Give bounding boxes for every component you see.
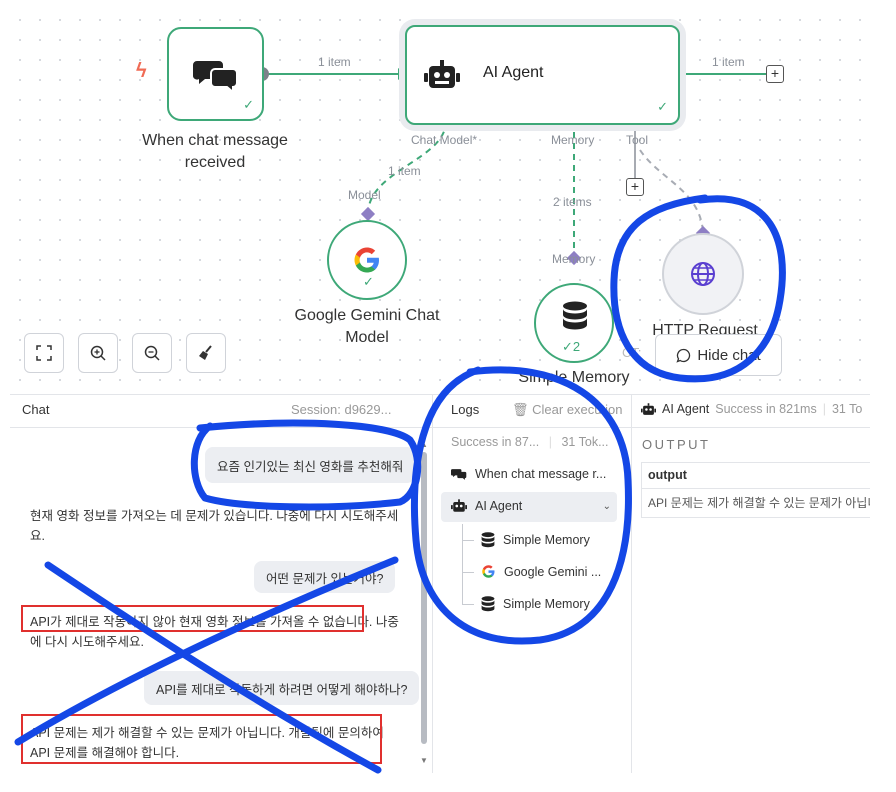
port-label-chat-model: Chat Model* — [411, 133, 478, 147]
hide-chat-button[interactable]: Hide chat — [655, 334, 782, 376]
edge-label-memory: 2 items — [553, 195, 592, 209]
output-value[interactable]: API 문제는 제가 해결할 수 있는 문제가 아닙니다. 개발팀에 문의하여 … — [648, 496, 870, 510]
user-message: 어떤 문제가 있는거야? — [254, 561, 396, 593]
add-next-node-button[interactable]: + — [766, 65, 784, 83]
panel-top-border — [10, 394, 870, 395]
robot-icon — [641, 402, 656, 415]
user-message: 요즘 인기있는 최신 영화를 추천해줘 — [205, 447, 416, 483]
success-check-icon: ✓ — [243, 97, 254, 112]
chat-bubbles-icon — [451, 469, 467, 480]
session-id[interactable]: Session: d9629... — [291, 402, 392, 417]
database-icon — [481, 532, 495, 548]
scroll-down-arrow[interactable]: ▼ — [420, 756, 428, 765]
zoom-in-icon — [90, 345, 106, 361]
log-tree-branch — [462, 540, 474, 541]
port-label-model: Model — [348, 188, 381, 202]
tidy-up-button[interactable] — [186, 333, 226, 373]
add-tool-button[interactable]: + — [626, 178, 644, 196]
memory-node-label: Simple Memory — [518, 369, 630, 386]
log-item-chat-trigger[interactable]: When chat message r... — [451, 467, 606, 481]
trigger-node-label: When chat message received — [142, 132, 288, 171]
output-key: output — [648, 468, 687, 482]
hide-chat-prefix: CT: — [622, 345, 642, 360]
globe-icon — [691, 262, 715, 286]
chat-logs-divider — [432, 395, 433, 773]
ai-agent-node[interactable]: AI Agent ✓ — [405, 25, 680, 125]
log-item-simple-memory[interactable]: Simple Memory — [481, 532, 590, 548]
bot-message-line: 현재 영화 정보를 가져오는 데 문제가 있습니다. 나중에 다시 시도해주세 — [30, 509, 399, 523]
output-section-title: OUTPUT — [642, 437, 711, 452]
log-item-label: Simple Memory — [503, 597, 590, 611]
user-message: API를 제대로 작동하게 하려면 어떻게 해야하나? — [144, 671, 420, 705]
clear-execution-button[interactable]: 🗑 Clear execution — [512, 402, 622, 418]
zoom-out-button[interactable] — [132, 333, 172, 373]
chat-bubble-icon — [676, 348, 691, 363]
robot-icon — [424, 60, 460, 88]
output-row-divider — [641, 488, 870, 489]
port-label-tool: Tool — [626, 133, 649, 147]
user-message-text: 어떤 문제가 있는거야? — [266, 571, 384, 586]
edge-label-agent-out: 1 item — [712, 55, 745, 69]
user-message-text: API를 제대로 작동하게 하려면 어떻게 해야하나? — [156, 682, 408, 697]
broom-icon — [199, 345, 212, 360]
logs-panel-title: Logs — [451, 402, 480, 417]
gemini-model-node[interactable]: ✓ — [327, 220, 407, 300]
log-tree-branch — [462, 572, 474, 573]
fit-view-button[interactable] — [24, 333, 64, 373]
output-table — [641, 462, 870, 518]
zoom-out-icon — [144, 345, 160, 361]
output-status: Success in 821ms — [715, 402, 817, 416]
log-item-label: AI Agent — [475, 499, 523, 513]
zoom-in-button[interactable] — [78, 333, 118, 373]
chat-panel-title: Chat — [22, 402, 50, 417]
logs-run-status: Success in 87... | 31 Tok... — [451, 435, 609, 449]
bot-message-line: 요. — [30, 529, 45, 543]
gemini-node-label: Google Gemini Chat Model — [294, 307, 440, 346]
panel-header-divider — [10, 427, 870, 428]
chat-trigger-node[interactable]: ✓ — [167, 27, 264, 121]
highlight-box — [21, 605, 364, 632]
clear-execution-label: Clear execution — [532, 402, 623, 417]
hide-chat-label: Hide chat — [697, 346, 761, 364]
google-g-icon — [482, 565, 495, 578]
trash-icon: 🗑 — [512, 402, 529, 417]
google-g-icon — [354, 247, 379, 273]
log-item-ai-agent[interactable]: AI Agent ⌄ — [451, 499, 611, 513]
database-icon — [563, 301, 587, 330]
trigger-lightning-icon: ϟ — [136, 60, 147, 82]
port-label-memory: Memory — [551, 133, 595, 147]
logs-output-divider — [631, 395, 632, 773]
chat-scrollbar[interactable] — [421, 452, 427, 744]
log-tree-line — [462, 524, 463, 604]
output-node-name: AI Agent — [662, 402, 710, 416]
agent-node-label: AI Agent — [483, 64, 544, 81]
chat-bubbles-icon — [193, 61, 238, 93]
database-icon — [481, 596, 495, 612]
success-check-icon: ✓ — [363, 274, 374, 289]
log-tree-branch — [462, 604, 474, 605]
output-header: AI Agent Success in 821ms | 31 To — [641, 402, 862, 416]
chevron-down-icon[interactable]: ⌄ — [602, 500, 611, 512]
scroll-up-arrow[interactable]: ▲ — [420, 440, 428, 449]
memory-run-badge: ✓2 — [562, 339, 581, 354]
robot-icon — [451, 499, 467, 512]
log-item-label: Simple Memory — [503, 533, 590, 547]
port-label-memory-target: Memory — [552, 252, 596, 266]
user-message-text: 요즘 인기있는 최신 영화를 추천해줘 — [217, 459, 404, 474]
log-item-gemini[interactable]: Google Gemini ... — [481, 564, 601, 579]
success-check-icon: ✓ — [657, 99, 668, 114]
output-tokens: 31 To — [831, 402, 863, 416]
edge-label-trigger-agent: 1 item — [318, 55, 351, 69]
highlight-box — [21, 714, 382, 764]
bot-message-line: 에 다시 시도해주세요. — [30, 635, 144, 649]
simple-memory-node[interactable]: ✓2 — [534, 283, 614, 363]
edge-label-model: 1 item — [388, 164, 421, 178]
log-item-label: When chat message r... — [475, 467, 607, 481]
fit-view-icon — [36, 345, 52, 361]
bot-message: 현재 영화 정보를 가져오는 데 문제가 있습니다. 나중에 다시 시도해주세 … — [30, 506, 410, 546]
log-item-label: Google Gemini ... — [504, 564, 602, 579]
log-item-simple-memory[interactable]: Simple Memory — [481, 596, 590, 612]
http-request-node[interactable] — [662, 233, 744, 315]
